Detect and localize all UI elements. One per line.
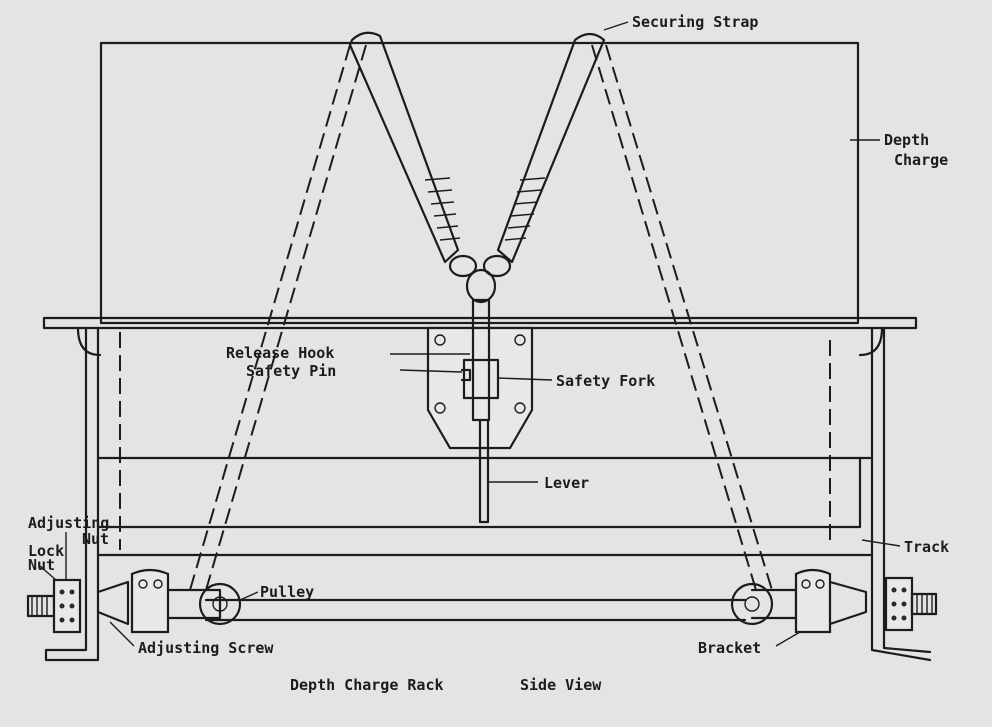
leader-bracket: [775, 631, 801, 647]
label-track: Track: [904, 538, 949, 556]
left-pulley: [198, 582, 242, 626]
leader-safety-pin: [399, 369, 463, 373]
right-foot: [870, 608, 932, 662]
label-nut-2: Nut: [28, 556, 55, 574]
left-foot: [44, 608, 100, 662]
label-safety-fork: Safety Fork: [556, 372, 655, 390]
lower-rail: [96, 456, 862, 529]
leader-adjusting-screw: [109, 621, 135, 647]
plate-bolt-1: [434, 334, 446, 346]
caption-view: Side View: [520, 676, 602, 694]
caption-title: Depth Charge Rack: [290, 676, 444, 694]
plate-bolt-4: [514, 402, 526, 414]
right-screw-shaft: [828, 580, 868, 626]
left-screw-shaft: [96, 580, 130, 626]
left-screw-thread: [31, 596, 48, 616]
label-depth: Depth: [884, 131, 929, 149]
label-securing-strap: Securing Strap: [632, 13, 758, 31]
left-bracket: [130, 568, 170, 634]
right-pulley: [730, 582, 774, 626]
label-charge: Charge: [894, 151, 948, 169]
label-lever: Lever: [544, 474, 589, 492]
lever-rod: [478, 418, 490, 524]
right-bracket: [794, 568, 832, 634]
cable-bottom: [204, 598, 747, 622]
deck-lip-right: [858, 326, 884, 357]
safety-pin: [460, 368, 472, 382]
securing-strap-left: [348, 31, 460, 264]
securing-strap-right: [496, 32, 606, 264]
label-adjusting-screw: Adjusting Screw: [138, 639, 274, 657]
deck-plate: [42, 316, 918, 330]
label-safety-pin: Safety Pin: [246, 362, 336, 380]
release-hook-plate: [426, 326, 534, 450]
cable-left-outer: [189, 44, 351, 591]
chain-link-center: [465, 268, 497, 304]
cable-left-inner: [205, 44, 367, 591]
label-pulley: Pulley: [260, 583, 314, 601]
deck-lip-left: [76, 326, 102, 357]
left-pulley-arm: [166, 588, 222, 620]
strap-hatching-left: [424, 177, 461, 241]
leader-safety-fork: [497, 377, 553, 381]
label-adjusting: Adjusting: [28, 514, 109, 532]
plate-bolt-2: [514, 334, 526, 346]
plate-bolt-3: [434, 402, 446, 414]
right-adjusting-screw: [910, 592, 938, 616]
label-bracket: Bracket: [698, 639, 761, 657]
leader-securing-strap: [603, 21, 629, 31]
chain-link-left: [448, 254, 478, 278]
right-lock-nut: [884, 576, 914, 632]
frame-right-post: [870, 326, 886, 612]
frame-left-post: [84, 326, 100, 612]
strap-hatching-right: [504, 177, 546, 241]
left-lock-nut: [52, 578, 82, 634]
chain-link-right: [482, 254, 512, 278]
cable-right-inner: [605, 44, 773, 591]
leader-lock-nut: [39, 565, 57, 581]
label-release-hook: Release Hook: [226, 344, 334, 362]
label-nut-1: Nut: [82, 530, 109, 548]
leader-pulley: [239, 591, 259, 601]
leader-track: [861, 539, 901, 547]
depth-charge-body: [99, 41, 860, 325]
cable-right-outer: [591, 44, 757, 591]
label-lock: Lock: [28, 542, 64, 560]
